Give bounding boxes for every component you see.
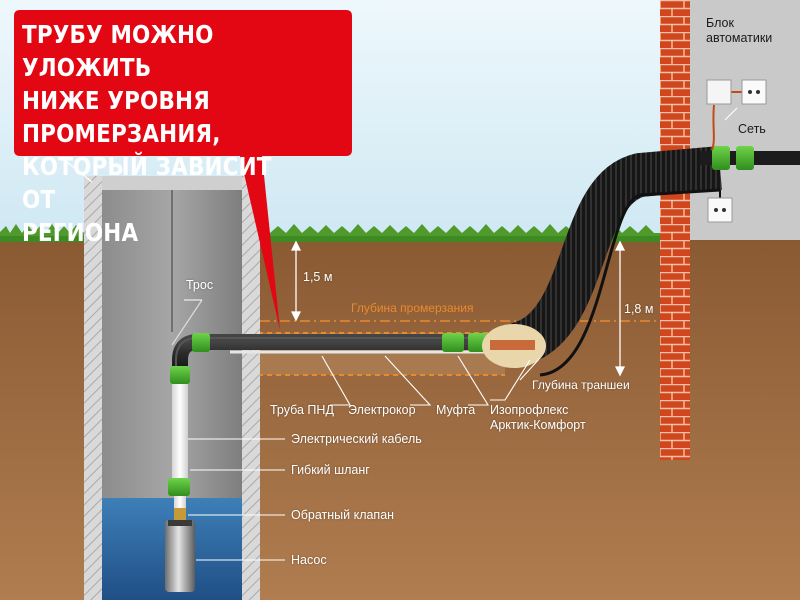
flexible-hose [172,375,188,487]
socket [741,79,767,105]
inner-pipe-stub [490,340,535,350]
callout-bubble [14,10,352,330]
brick-wall [660,0,690,460]
socket-hole [756,90,760,94]
socket-hole [748,90,752,94]
house-fitting [712,146,730,170]
pump-body [165,520,195,592]
callout-text: ТРУБУ МОЖНО УЛОЖИТЬ НИЖЕ УРОВНЯ ПРОМЕРЗА… [22,20,272,247]
network-label: Сеть [738,122,766,136]
leader-lines [184,107,738,561]
fitting-elbow [192,333,210,352]
automation-block [706,79,732,105]
automation-wire [711,104,715,151]
cable-to-house [539,188,721,377]
socket-hole [722,208,726,212]
check-valve [174,508,186,522]
check-valve-label: Обратный клапан [291,508,395,522]
electro-cord-label: Электрокор [348,403,416,417]
dimension-1-5m [290,240,302,322]
well-wall-left [84,176,102,600]
house-fitting [736,146,754,170]
coupling-fitting [442,333,464,352]
hose-lower [174,495,186,510]
pump-top [168,520,192,526]
freeze-depth-label: Глубина промерзания [351,301,474,315]
flexible-hose-label: Гибкий шланг [291,463,370,477]
electric-cable-label: Электрический кабель [291,432,422,446]
hose-fitting [168,478,190,496]
rope-label: Трос [186,278,214,292]
depth-1-8-label: 1,8 м [624,302,654,316]
automation-block-label: Блок автоматики [706,16,773,45]
pump-label: Насос [291,553,327,567]
grass-strip [0,236,84,242]
depth-1-5-label: 1,5 м [303,270,333,284]
trench-depth-label: Глубина траншеи [532,378,630,392]
fitting-vertical [170,366,190,384]
coupling-label: Муфта [436,403,476,417]
isoproflex-pipe-edge [508,146,722,367]
isoproflex-label: Изопрофлекс Арктик-Комфорт [490,403,586,432]
well-cap [102,176,242,190]
socket [707,197,733,223]
isoproflex-pipe [508,146,722,367]
callout-pointer-leader [61,157,93,183]
rope [171,299,203,346]
socket-hole [714,208,718,212]
grass-strip [240,236,660,242]
hdpe-pipe-label: Труба ПНД [270,403,334,417]
dimension-1-8m [614,240,626,377]
well-wall-right [242,176,260,600]
